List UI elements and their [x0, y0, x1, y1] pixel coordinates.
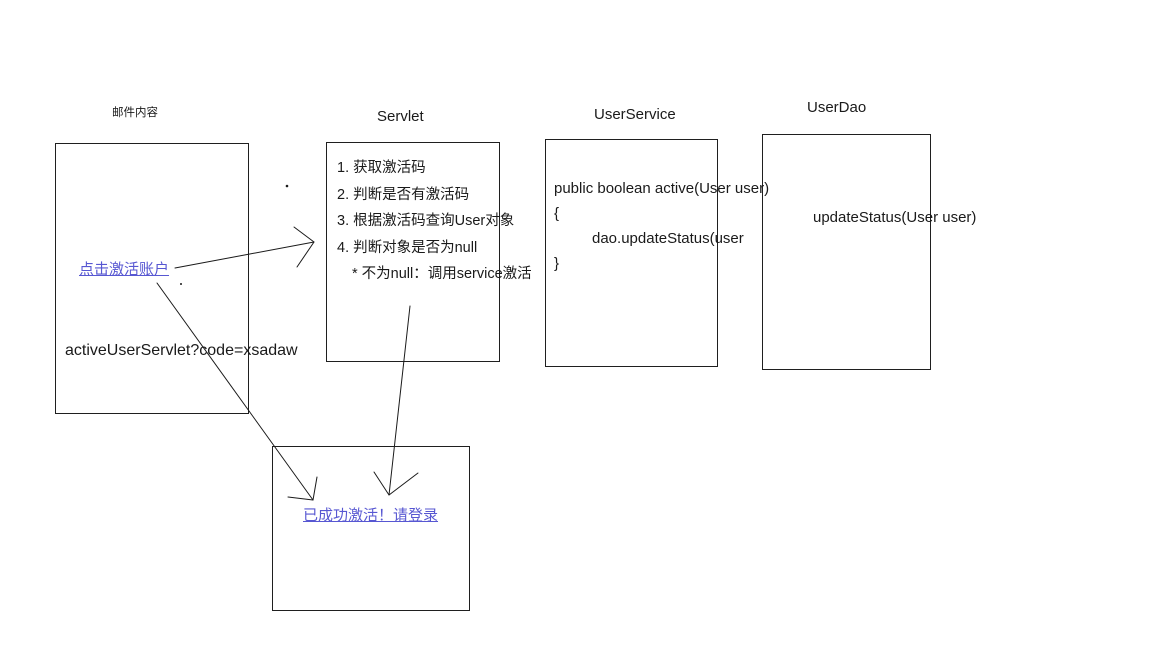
userservice-title: UserService — [594, 106, 676, 123]
code-line: { — [554, 205, 560, 222]
stray-dot — [285, 184, 289, 188]
servlet-steps: 1. 获取激活码 2. 判断是否有激活码 3. 根据激活码查询User对象 4.… — [337, 155, 532, 288]
code-line: } — [554, 255, 560, 272]
servlet-step: 1. 获取激活码 — [337, 160, 426, 176]
activate-account-link[interactable]: 点击激活账户 — [79, 261, 170, 278]
servlet-step: 2. 判断是否有激活码 — [337, 186, 470, 203]
servlet-title: Servlet — [377, 108, 424, 125]
servlet-box — [326, 142, 500, 362]
activation-url-text: activeUserServlet?code=xsadaw — [65, 342, 298, 359]
servlet-step-note: * 不为null：调用service激活 — [352, 266, 532, 282]
activation-result-box — [272, 446, 470, 611]
servlet-step: 4. 判断对象是否为null — [337, 239, 478, 256]
userdao-box — [762, 134, 931, 370]
email-content-title: 邮件内容 — [112, 107, 158, 119]
userdao-title: UserDao — [807, 99, 867, 116]
code-line: dao.updateStatus(user — [592, 230, 744, 247]
email-content-box — [55, 143, 249, 414]
activation-success-link[interactable]: 已成功激活！请登录 — [303, 507, 439, 524]
userservice-code: public boolean active(User user) { dao.u… — [554, 176, 769, 276]
servlet-step: 3. 根据激活码查询User对象 — [337, 213, 515, 229]
code-line: public boolean active(User user) — [554, 180, 770, 197]
userdao-method-text: updateStatus(User user) — [813, 209, 977, 226]
userservice-box — [545, 139, 718, 367]
